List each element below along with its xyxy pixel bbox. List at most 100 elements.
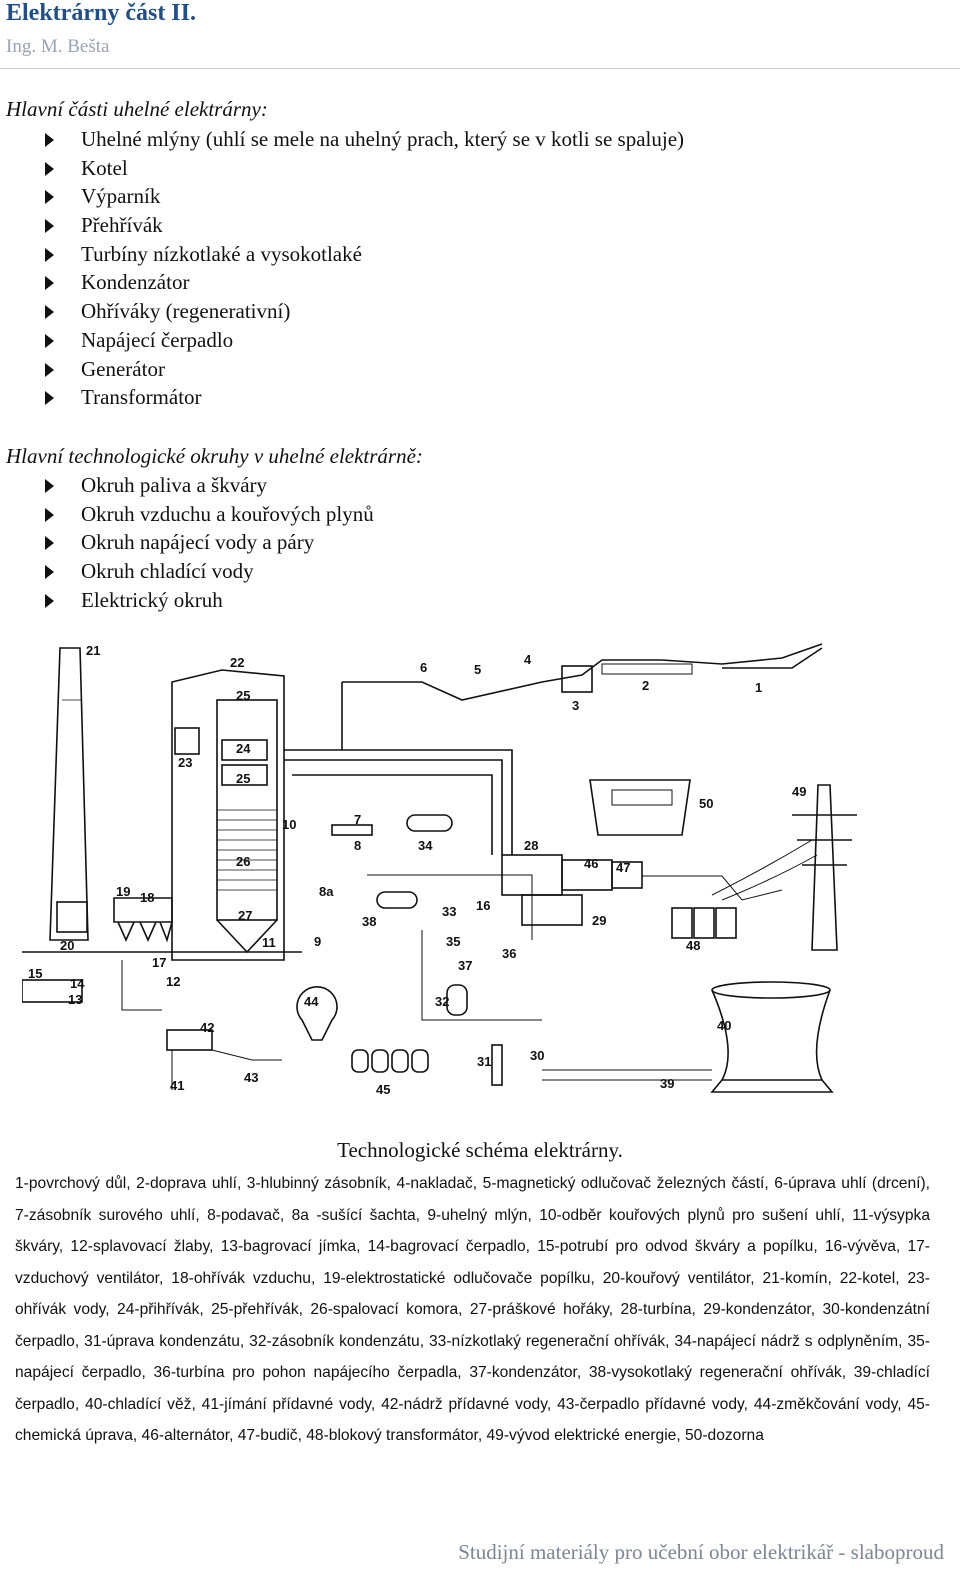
label-2: 2 — [642, 678, 649, 693]
label-40: 40 — [717, 1018, 731, 1033]
list-item: Generátor — [45, 355, 684, 384]
label-36: 36 — [502, 946, 516, 961]
label-9: 9 — [314, 934, 321, 949]
label-34: 34 — [418, 838, 433, 853]
label-20: 20 — [60, 938, 74, 953]
label-31: 31 — [477, 1054, 491, 1069]
label-24: 24 — [236, 741, 251, 756]
label-8: 8 — [354, 838, 361, 853]
header-divider — [0, 68, 960, 69]
document-title: Elektrárny část II. — [6, 0, 196, 26]
triangle-bullet-icon — [45, 593, 54, 608]
label-7: 7 — [354, 812, 361, 827]
label-18: 18 — [140, 890, 154, 905]
transformer-pylon — [671, 784, 857, 951]
scheme-number-labels: 1 2 3 4 5 6 7 8 8a 9 10 11 12 13 14 15 1… — [28, 643, 806, 1097]
control-room — [589, 779, 691, 836]
list-item: Napájecí čerpadlo — [45, 326, 684, 355]
turbine-generator — [501, 854, 783, 926]
list-item: Transformátor — [45, 383, 684, 412]
label-37: 37 — [458, 958, 472, 973]
triangle-bullet-icon — [45, 247, 54, 262]
page-footer: Studijní materiály pro učební obor elekt… — [458, 1540, 944, 1564]
label-10: 10 — [282, 817, 296, 832]
list-item: Okruh chladící vody — [45, 557, 374, 586]
list-item: Kotel — [45, 154, 684, 183]
triangle-bullet-icon — [45, 333, 54, 348]
label-21: 21 — [86, 643, 100, 658]
label-6: 6 — [420, 660, 427, 675]
label-27: 27 — [238, 908, 252, 923]
label-12: 12 — [166, 974, 180, 989]
triangle-bullet-icon — [45, 507, 54, 522]
label-15: 15 — [28, 966, 42, 981]
label-1: 1 — [755, 680, 762, 695]
triangle-bullet-icon — [45, 305, 54, 320]
label-14: 14 — [70, 976, 85, 991]
triangle-bullet-icon — [45, 133, 54, 147]
boiler-house — [171, 669, 285, 961]
figure-legend: 1-povrchový důl, 2-doprava uhlí, 3-hlubi… — [15, 1175, 930, 1444]
main-parts-list: Uhelné mlýny (uhlí se mele na uhelný pra… — [45, 125, 684, 412]
label-48: 48 — [686, 938, 700, 953]
triangle-bullet-icon — [45, 362, 54, 377]
list-item: Přehřívák — [45, 211, 684, 240]
label-39: 39 — [660, 1076, 674, 1091]
power-plant-scheme: 1 2 3 4 5 6 7 8 8a 9 10 11 12 13 14 15 1… — [22, 643, 857, 1097]
list-item: Uhelné mlýny (uhlí se mele na uhelný pra… — [45, 125, 684, 154]
list-item: Elektrický okruh — [45, 586, 374, 615]
section-heading-main-parts: Hlavní části uhelné elektrárny: — [6, 97, 268, 121]
list-item: Výparník — [45, 182, 684, 211]
label-5: 5 — [474, 662, 481, 677]
label-19: 19 — [116, 884, 130, 899]
label-4: 4 — [524, 652, 532, 667]
label-38: 38 — [362, 914, 376, 929]
figure-caption: Technologické schéma elektrárny. — [337, 1138, 623, 1162]
label-50: 50 — [699, 796, 713, 811]
circuits-list: Okruh paliva a škváry Okruh vzduchu a ko… — [45, 471, 374, 614]
label-22: 22 — [230, 655, 244, 670]
list-item: Okruh vzduchu a kouřových plynů — [45, 500, 374, 529]
label-49: 49 — [792, 784, 806, 799]
label-8a: 8a — [319, 884, 334, 899]
label-33: 33 — [442, 904, 456, 919]
label-30: 30 — [530, 1048, 544, 1063]
label-23: 23 — [178, 755, 192, 770]
label-32: 32 — [435, 994, 449, 1009]
label-45: 45 — [376, 1082, 390, 1097]
label-44: 44 — [304, 994, 319, 1009]
label-25-top: 25 — [236, 688, 250, 703]
precipitator — [22, 897, 302, 1011]
water-treatment — [166, 986, 429, 1090]
triangle-bullet-icon — [45, 479, 54, 493]
section-heading-circuits: Hlavní technologické okruhy v uhelné ele… — [6, 444, 423, 468]
triangle-bullet-icon — [45, 276, 54, 291]
triangle-bullet-icon — [45, 536, 54, 551]
label-25: 25 — [236, 771, 250, 786]
label-41: 41 — [170, 1078, 184, 1093]
label-47: 47 — [616, 860, 630, 875]
list-item: Kondenzátor — [45, 268, 684, 297]
label-11: 11 — [262, 935, 276, 950]
label-28: 28 — [524, 838, 538, 853]
chimney — [49, 647, 89, 941]
label-26: 26 — [236, 854, 250, 869]
label-35: 35 — [446, 934, 460, 949]
label-42: 42 — [200, 1020, 214, 1035]
label-43: 43 — [244, 1070, 258, 1085]
label-16: 16 — [476, 898, 490, 913]
label-13: 13 — [68, 992, 82, 1007]
list-item: Okruh paliva a škváry — [45, 471, 374, 500]
triangle-bullet-icon — [45, 391, 54, 406]
cooling-tower — [542, 981, 834, 1093]
label-17: 17 — [152, 955, 166, 970]
label-46: 46 — [584, 856, 598, 871]
list-item: Turbíny nízkotlaké a vysokotlaké — [45, 240, 684, 269]
author-name: Ing. M. Bešta — [6, 36, 110, 57]
triangle-bullet-icon — [45, 565, 54, 580]
label-29: 29 — [592, 913, 606, 928]
triangle-bullet-icon — [45, 190, 54, 205]
triangle-bullet-icon — [45, 161, 54, 176]
label-3: 3 — [572, 698, 579, 713]
list-item: Ohříváky (regenerativní) — [45, 297, 684, 326]
